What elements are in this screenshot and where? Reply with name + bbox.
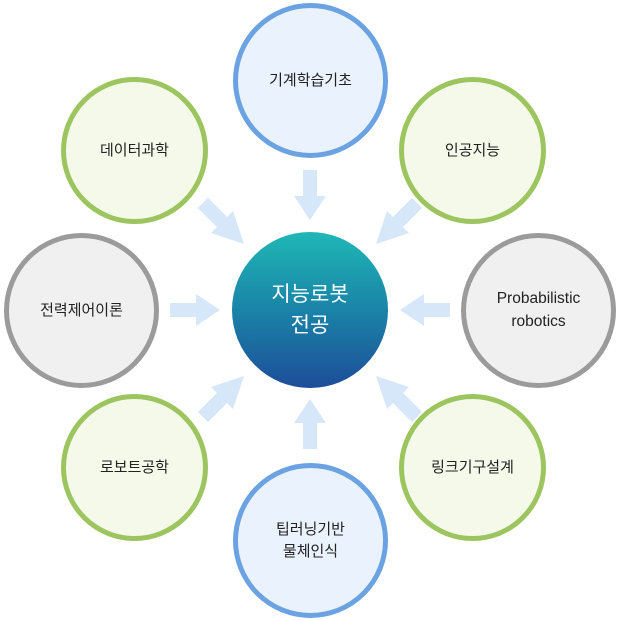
course-label: 전력제어이론 — [40, 300, 123, 319]
arrow-up-right-icon — [198, 376, 244, 422]
course-node-artificial-intelligence: 인공지능 — [399, 77, 546, 224]
course-node-data-science: 데이터과학 — [61, 77, 208, 224]
course-node-linkage-mechanism-design: 링크기구설계 — [399, 394, 546, 541]
arrow-right-icon — [170, 294, 220, 326]
course-label: 기계학습기초 — [269, 70, 352, 89]
course-label: 팁러닝기반 물체인식 — [275, 519, 345, 560]
course-label: Probabilistic robotics — [496, 290, 581, 330]
course-label: 인공지능 — [444, 140, 501, 159]
course-node-machine-learning-basics: 기계학습기초 — [233, 3, 388, 158]
course-node-power-control-theory: 전력제어이론 — [4, 233, 159, 388]
course-label: 로보트공학 — [99, 457, 169, 476]
course-label: 링크기구설계 — [431, 457, 514, 476]
arrow-down-right-icon — [198, 198, 244, 244]
arrow-down-left-icon — [376, 198, 422, 244]
arrow-down-icon — [294, 170, 326, 220]
arrow-up-left-icon — [376, 376, 422, 422]
arrow-left-icon — [400, 294, 450, 326]
center-label: 지능로봇 전공 — [271, 281, 349, 338]
course-node-deep-learning-object-recognition: 팁러닝기반 물체인식 — [233, 463, 388, 618]
course-node-probabilistic-robotics: Probabilistic robotics — [461, 233, 616, 388]
course-label: 데이터과학 — [99, 140, 169, 159]
center-node-intelligent-robotics-major: 지능로봇 전공 — [232, 232, 388, 388]
arrow-up-icon — [294, 399, 326, 449]
course-node-robotics-engineering: 로보트공학 — [61, 394, 208, 541]
